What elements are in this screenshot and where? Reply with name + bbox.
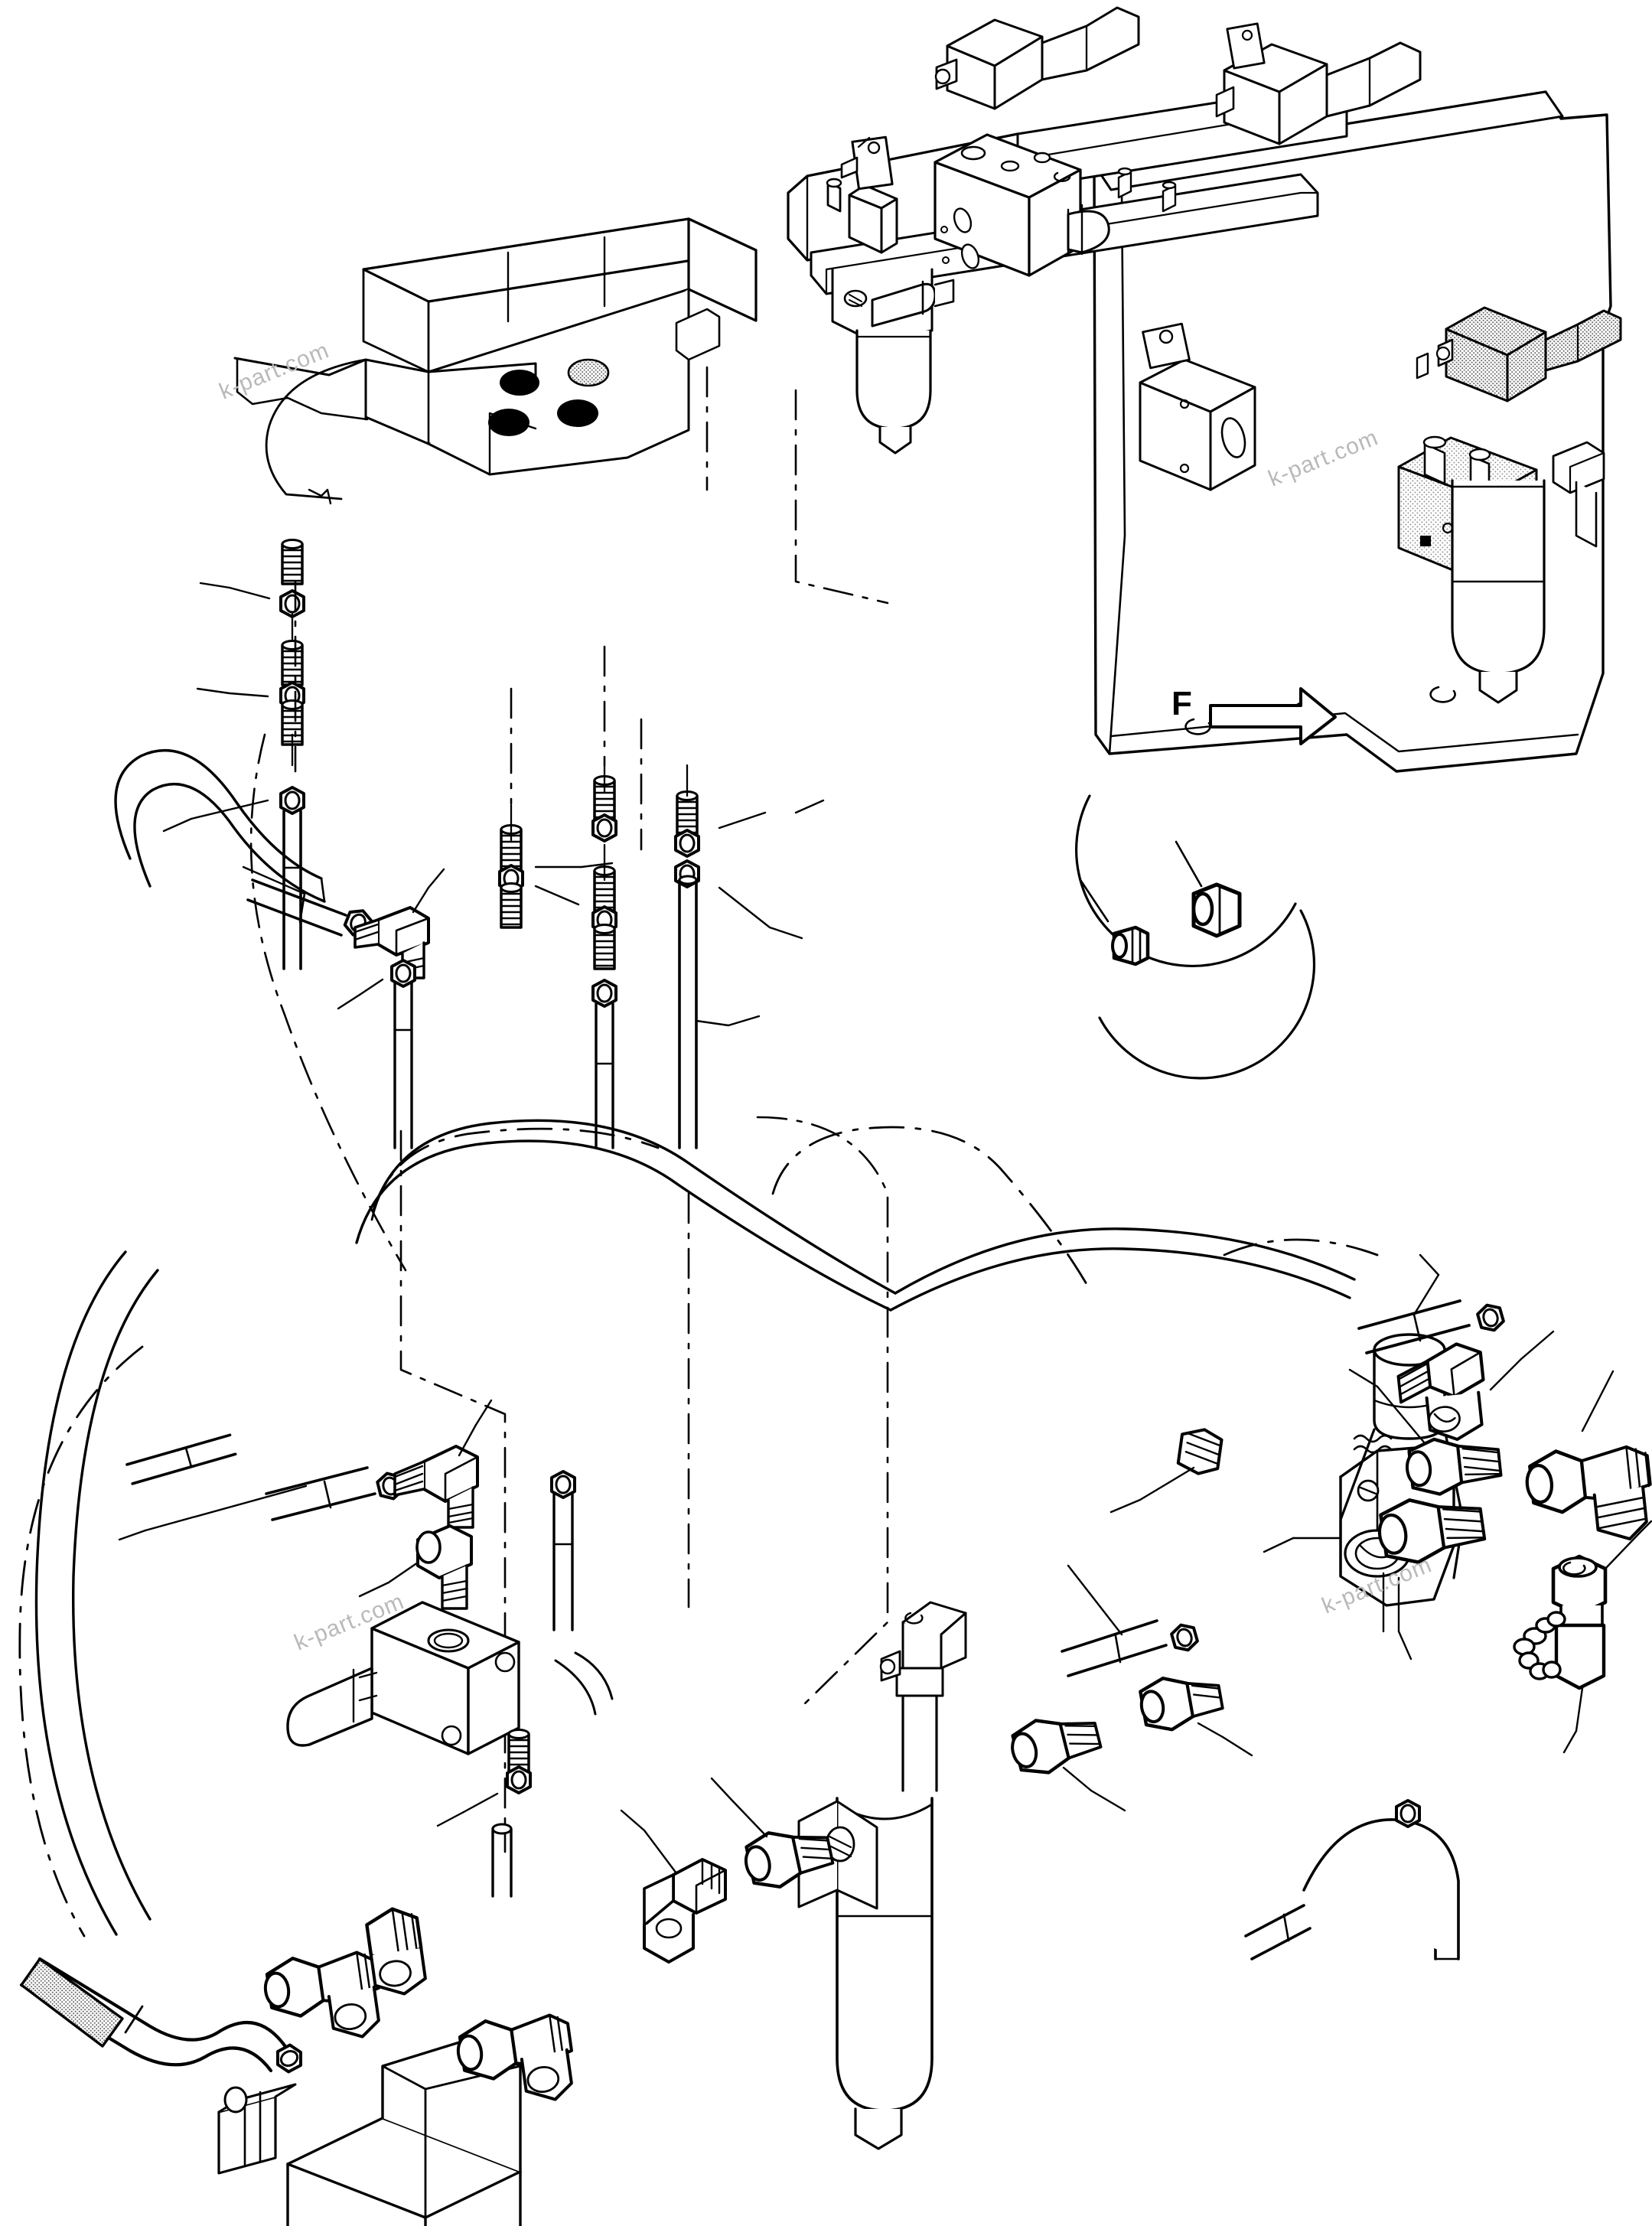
solenoid-valve-block-left [840,135,898,254]
elbow-bottom-far-right [1244,1799,1460,1960]
union-bottom-center [744,1831,835,1889]
mid-left-fittings [125,1423,614,1898]
directional-control-valve-right [1215,22,1422,145]
hose-lower-left [19,1957,306,2074]
port-marker-stippled [567,358,610,387]
adapter-right-lower [1377,1498,1487,1564]
center-junction-block [286,1601,520,1755]
left-fitting-column [114,538,430,1149]
upper-left-valve-block [233,217,758,505]
view-label-f: F [1171,685,1192,722]
hose-left-upper [114,748,376,941]
main-hose-outline [34,1119,1356,1936]
plug-fitting [1111,925,1150,966]
elbow-bottom-left [643,1858,727,1964]
union-right-clip [1513,1554,1608,1690]
hydraulic-filter-canister-right [1451,479,1546,704]
hydraulic-filter-canister-left [831,268,955,455]
adapter-bottom-right [1011,1719,1103,1775]
center-fitting-column [498,764,771,1149]
port-marker-filled-2 [488,409,529,436]
adapter-right-mid [1405,1437,1503,1496]
directional-control-valve-top [934,6,1140,110]
plate-right-fitting [1552,441,1605,548]
tee-lower-left-3 [365,1907,427,1996]
main-hose-route-centerline [18,1126,1379,1938]
port-marker-filled-1 [500,370,539,396]
union-bottom-far-right [1139,1677,1224,1732]
view-direction-arrow-f [1209,687,1337,745]
tee-mid-left [393,1445,479,1529]
right-fitting-cluster [1139,1273,1652,1732]
tee-right [1525,1445,1652,1541]
hex-nut-fitting [1191,882,1242,938]
leader-lines [118,582,1652,1832]
lower-center-filter-group [643,1592,1224,2150]
tee-lower-left-1 [263,1951,380,2039]
solenoid-valve-block-right [1416,306,1622,403]
elbow-left-1 [354,906,430,979]
solenoid-valve-block-center-lower [1139,322,1256,491]
elbow-mid-left-2 [415,1524,473,1610]
lower-left-tee-block-group [19,1907,573,2226]
tee-lower-left-2 [456,2013,573,2101]
port-marker-filled-3 [557,399,598,427]
upper-right-manifold-assembly [787,6,1622,773]
routing-centerlines [249,366,889,1853]
detail-circle-fittings [1075,794,1316,1080]
solenoid-valve-block-center [934,133,1110,277]
elbow-right-upper [1396,1342,1485,1442]
